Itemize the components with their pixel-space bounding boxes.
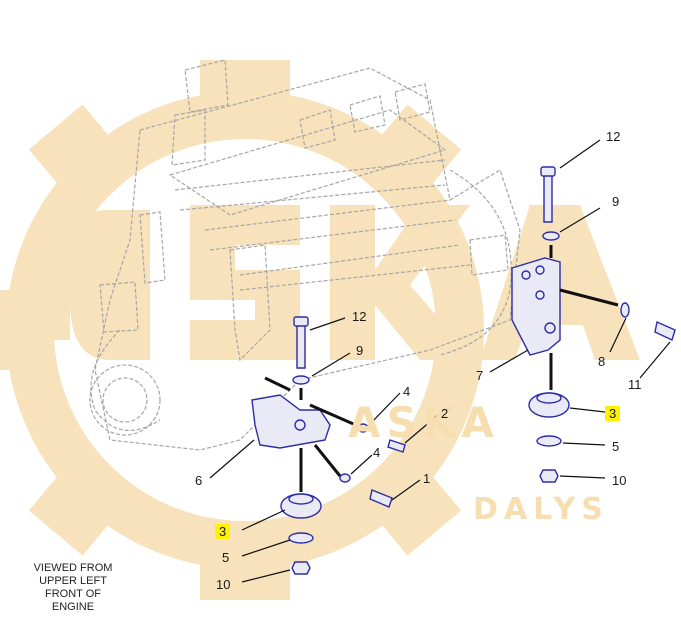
callout-4-upper: 4 [403,384,411,399]
nut-10-left [291,561,311,575]
watermark-gear-teeth [0,60,462,600]
washer-4-lower [339,473,351,483]
callout-10-right: 10 [612,473,627,488]
washer-9-left [292,375,310,385]
bracket-6 [251,394,331,449]
callout-11: 11 [628,377,642,392]
washer-5-right [536,435,562,447]
caption-line-1: VIEWED FROM [33,562,113,574]
watermark-sub-text: DALYS [473,492,609,527]
bracket-6-hole [294,419,306,431]
callout-1: 1 [423,471,431,486]
washer-8 [620,302,630,318]
callout-7: 7 [476,368,484,383]
nut-10-right [539,469,559,483]
washer-5-left [288,532,314,544]
bolt-head-12-left [293,316,309,327]
callout-9-left: 9 [356,343,364,358]
washer-9-right [542,231,560,241]
bracket-hole-1 [521,270,531,280]
callout-5-right: 5 [612,439,620,454]
isolator-3-left-top [288,493,314,505]
bolt-12-right [543,172,553,223]
callout-3-right: 3 [605,406,621,421]
leader-lines [209,139,671,583]
callout-9-right: 9 [612,194,620,209]
callout-2: 2 [441,406,449,421]
bolt-12-left [296,324,306,369]
bolt-2 [387,439,406,453]
bolt-11 [654,321,676,341]
view-caption: VIEWED FROM UPPER LEFT FRONT OF ENGINE [18,562,128,614]
caption-line-4: ENGINE [51,601,95,613]
callout-6: 6 [195,473,203,488]
right-mount-assembly [511,166,676,483]
assembly-guides [264,245,619,492]
callout-3-left: 3 [215,524,231,539]
watermark-brand-text: ASKA [348,398,500,447]
callout-8: 8 [598,354,606,369]
caption-line-3: FRONT OF [44,588,101,600]
callout-12-left: 12 [352,309,367,324]
callout-12-right: 12 [606,129,621,144]
washer-4-upper [357,423,369,433]
bracket-hole-3 [535,290,545,300]
callout-10-left: 10 [216,577,231,592]
callout-5-left: 5 [222,550,230,565]
left-mount-assembly [251,316,406,575]
callout-4-lower: 4 [373,445,381,460]
isolator-3-right-top [536,392,562,404]
bolt-head-12-right [540,166,556,177]
engine-outline [89,59,521,451]
caption-line-2: UPPER LEFT [39,575,107,587]
bolt-1 [369,489,393,508]
bracket-hole-4 [544,322,556,334]
bracket-hole-2 [535,265,545,275]
